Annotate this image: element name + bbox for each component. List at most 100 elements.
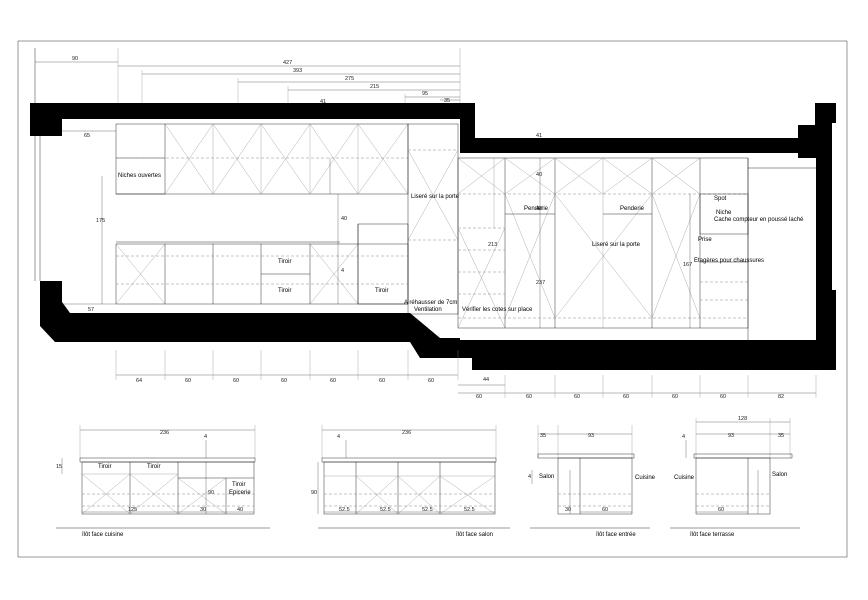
dim-57: 57 — [88, 307, 94, 313]
elev3-dim-35: 35 — [540, 433, 546, 439]
base-cabinets — [62, 223, 409, 305]
dim-65: 65 — [84, 133, 90, 139]
dim-r-60-1: 60 — [476, 394, 482, 400]
dim-95: 95 — [422, 91, 428, 97]
dim-40-c: 40 — [536, 206, 542, 212]
dim-40: 40 — [341, 216, 347, 222]
elev2-top-dim: 236 — [402, 430, 411, 436]
elev1-top-dim: 236 — [160, 430, 169, 436]
dim-r-60-4: 60 — [623, 394, 629, 400]
elev1-dim-125: 125 — [128, 507, 137, 513]
elev4-dim-60: 60 — [718, 507, 724, 513]
elev4-dim-4: 4 — [682, 434, 685, 440]
label-tiroir-3: Tiroir — [375, 288, 388, 294]
elev1-caption: îlôt face cuisine — [81, 532, 124, 538]
label-etageres: Etagères pour chaussures — [694, 258, 764, 264]
elev2-dim-4: 4 — [337, 434, 340, 440]
bottom-dimensions — [115, 350, 817, 398]
elevation-face-salon — [317, 425, 497, 515]
dim-b-60-6: 60 — [428, 378, 434, 384]
dim-35: 35 — [444, 98, 450, 104]
label-spot: Spot — [714, 196, 727, 202]
dim-r-60-2: 60 — [526, 394, 532, 400]
label-niche: Niche — [716, 210, 732, 216]
elev1-dim-40: 40 — [237, 507, 243, 513]
left-jamb — [34, 48, 41, 281]
elev3-label-cuisine: Cuisine — [635, 475, 656, 481]
dim-40-b: 40 — [536, 172, 542, 178]
dim-b-60-1: 60 — [185, 378, 191, 384]
elev4-label-cuisine: Cuisine — [674, 475, 695, 481]
dim-275: 275 — [345, 76, 354, 82]
elev1-dim-15: 15 — [56, 464, 62, 470]
walls — [30, 103, 836, 370]
elev3-dim-4: 4 — [528, 474, 531, 480]
vertical-dimensions — [101, 158, 339, 304]
label-lisere-1: Liseré sur la porte — [411, 194, 460, 200]
elev4-label-salon: Salon — [772, 472, 787, 478]
wall-bottom-left — [40, 281, 460, 358]
dim-237: 237 — [536, 280, 545, 286]
dim-r-60-6: 60 — [720, 394, 726, 400]
dim-b-60-4: 60 — [330, 378, 336, 384]
dim-41-b: 41 — [536, 133, 542, 139]
tall-column — [407, 123, 459, 315]
sheet-frame — [17, 40, 848, 558]
elev1-dim-4: 4 — [204, 434, 207, 440]
elev3-label-salon: Salon — [539, 474, 554, 480]
elevation-face-terrasse — [685, 418, 793, 515]
elev3-dim-60: 60 — [602, 507, 608, 513]
dim-215: 215 — [370, 84, 379, 90]
dim-175: 175 — [96, 218, 105, 224]
label-tiroir-1: Tiroir — [278, 259, 291, 265]
top-dimensions — [35, 48, 461, 103]
elev1-label-tiroir-3: Tiroir — [232, 482, 245, 488]
elev1-dim-90: 90 — [208, 490, 214, 496]
elev1-label-tiroir-1: Tiroir — [98, 464, 111, 470]
label-penderie-2: Penderie — [620, 206, 645, 212]
elev1-dim-30: 30 — [200, 507, 206, 513]
elev4-top-dim: 128 — [738, 416, 747, 422]
dim-b-60-2: 60 — [233, 378, 239, 384]
wall-top-right — [460, 103, 836, 370]
elev2-dim-525-3: 52.5 — [422, 507, 433, 513]
upper-cabinets — [62, 123, 409, 195]
dim-41-a: 41 — [320, 99, 326, 105]
label-prise: Prise — [698, 237, 712, 243]
dim-b-60-5: 60 — [379, 378, 385, 384]
dim-r-60-3: 60 — [574, 394, 580, 400]
dim-90: 90 — [72, 56, 78, 62]
elev2-dim-525-1: 52.5 — [339, 507, 350, 513]
elev2-dim-90: 90 — [311, 490, 317, 496]
label-penderie-1: Penderie — [524, 206, 549, 212]
elev1-label-epicerie: Epicerie — [229, 490, 251, 496]
elev3-dim-30: 30 — [565, 507, 571, 513]
label-tiroir-2: Tiroir — [278, 288, 291, 294]
dim-4: 4 — [341, 268, 344, 274]
dim-r-60-5: 60 — [672, 394, 678, 400]
dim-393: 393 — [293, 68, 302, 74]
elev2-caption: îlôt face salon — [455, 532, 493, 538]
elev3-top-dim: 93 — [588, 433, 594, 439]
elev4-dim-35: 35 — [778, 433, 784, 439]
dim-b-64: 64 — [136, 378, 142, 384]
label-ventilation: Ventilation — [414, 307, 442, 313]
elev4-dim-93: 93 — [728, 433, 734, 439]
elevation-face-entree — [531, 425, 635, 515]
label-rehausser: A réhausser de 7cm — [404, 300, 457, 306]
label-cache-compteur: Cache compteur en poussé laché — [714, 217, 804, 223]
elevation-face-cuisine — [61, 425, 256, 515]
dim-427: 427 — [283, 60, 292, 66]
elev2-dim-525-4: 52.5 — [464, 507, 475, 513]
wall-top-left — [30, 103, 460, 136]
elev3-caption: îlôt face entrée — [595, 532, 636, 538]
dim-167: 167 — [683, 262, 692, 268]
elev4-caption: îlôt face terrasse — [689, 532, 735, 538]
dim-r-82: 82 — [778, 394, 784, 400]
label-lisere-2: Liseré sur la porte — [592, 242, 641, 248]
label-niches-ouvertes: Niches ouvertes — [118, 173, 161, 179]
wardrobes — [457, 157, 816, 340]
dim-213: 213 — [488, 242, 497, 248]
